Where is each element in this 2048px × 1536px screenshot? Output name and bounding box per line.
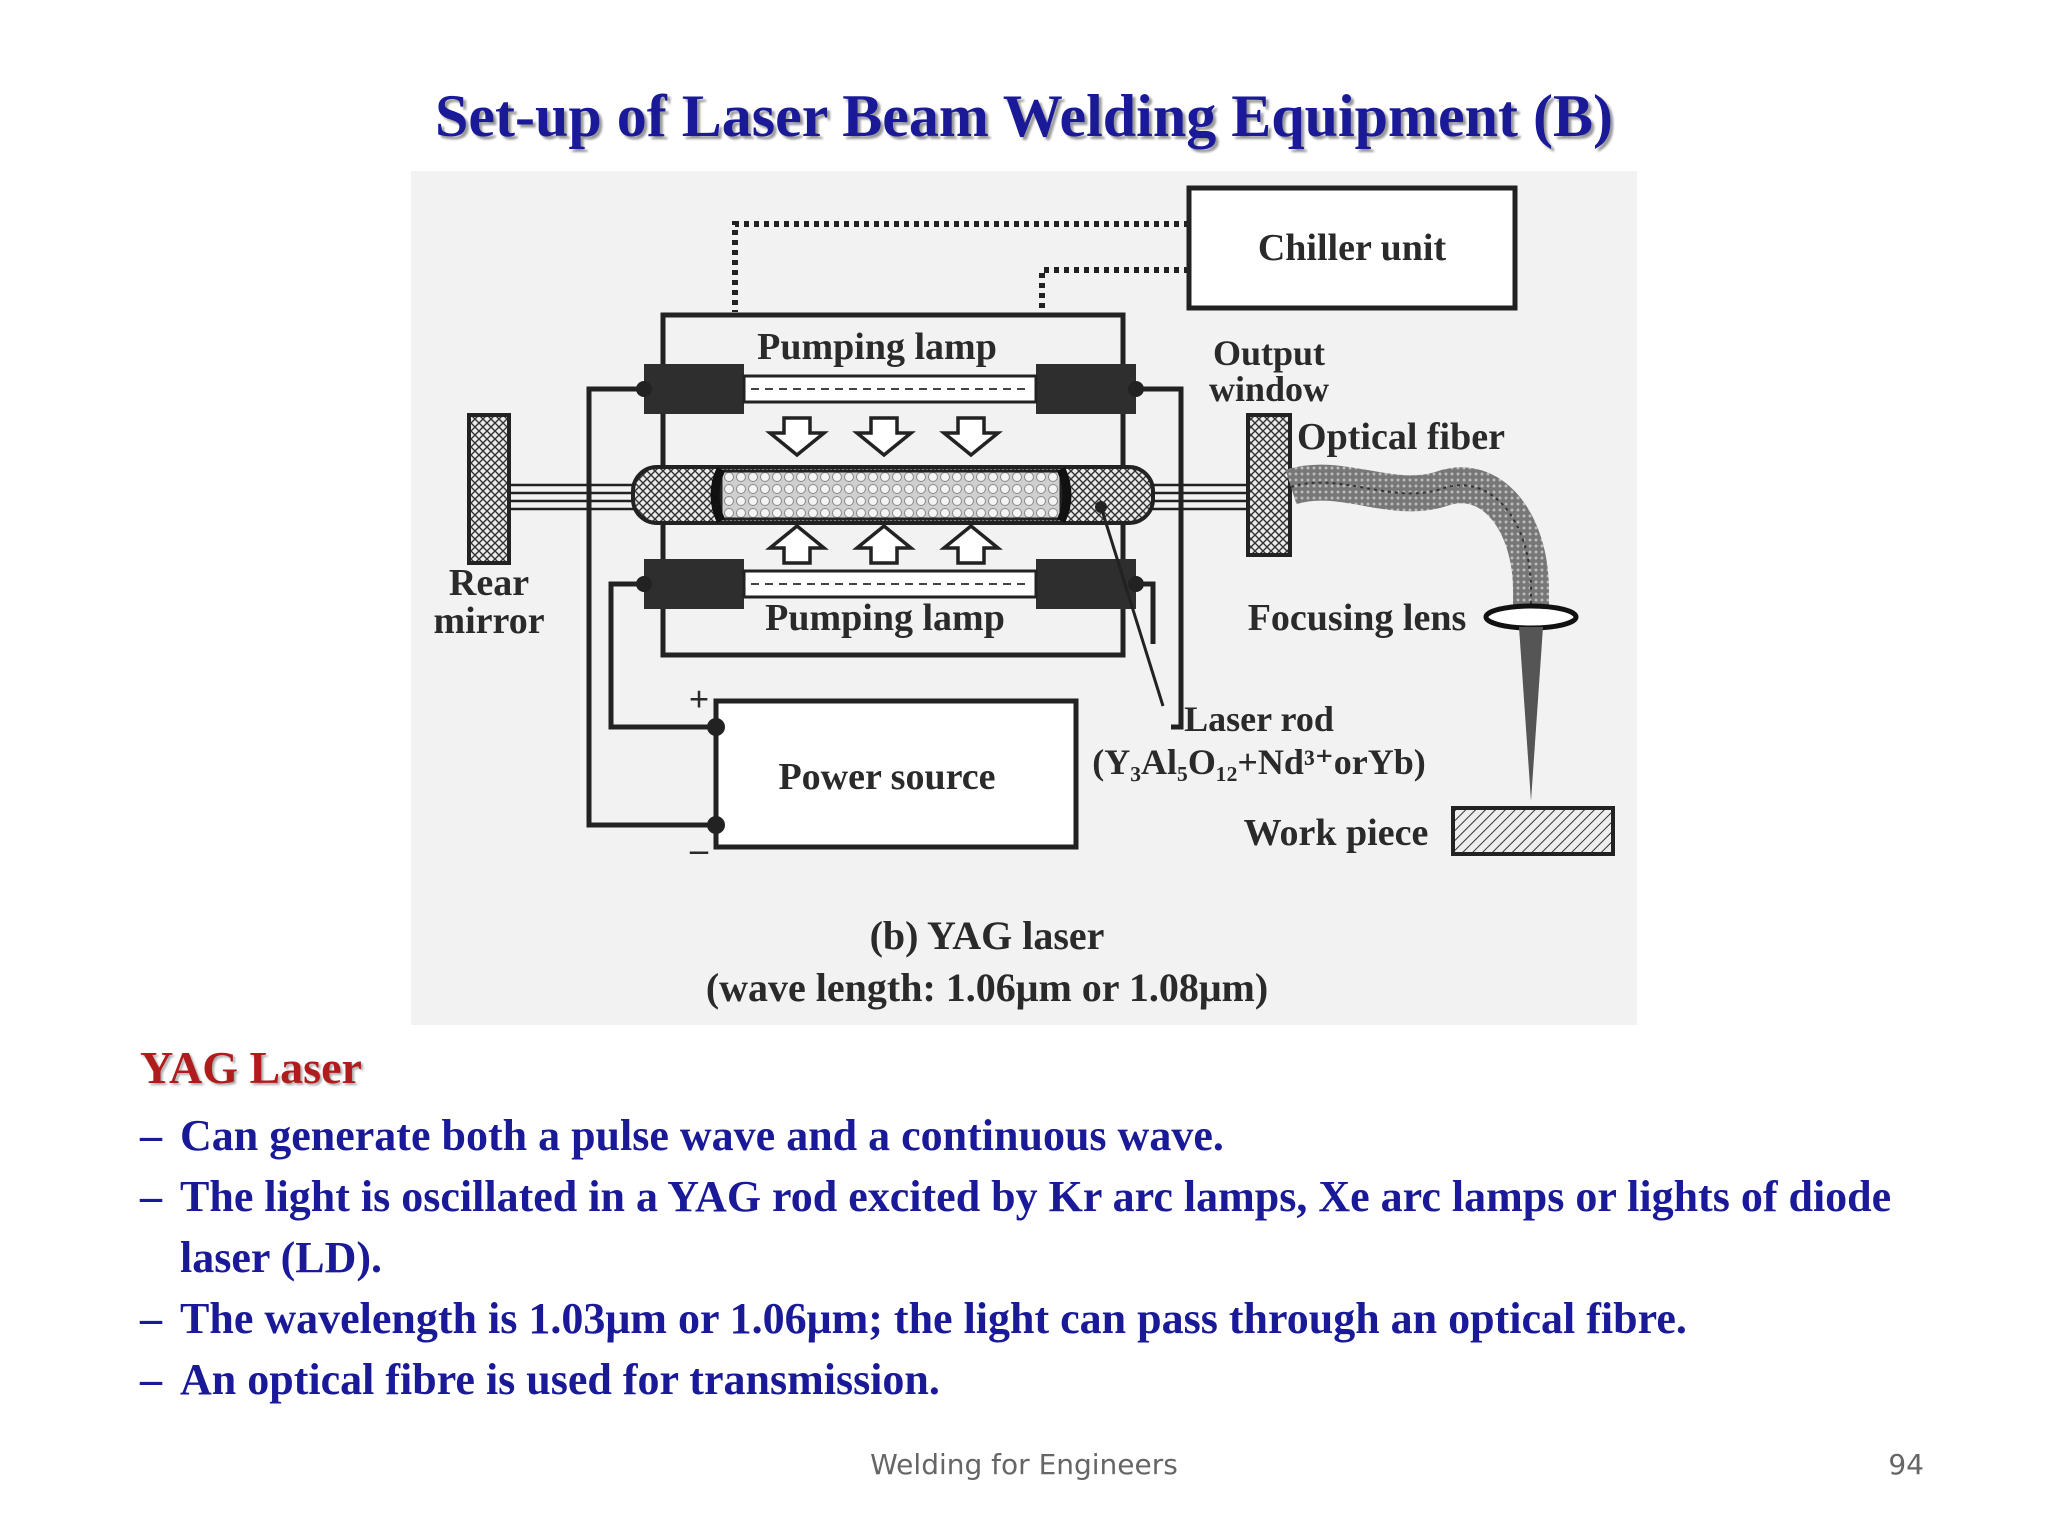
chiller-label: Chiller unit [1258,227,1447,269]
power-wiring [586,386,1184,828]
bullet-dash: – [140,1294,162,1343]
rear-mirror-label-1: Rear [449,562,529,604]
rear-mirror-label-2: mirror [433,600,544,642]
bullet-text: An optical fibre is used for transmissio… [180,1355,940,1404]
bullet-item: –The wavelength is 1.03μm or 1.06μm; the… [140,1288,1980,1349]
laser-rod-formula: (Y₃Al₅O₁₂+Nd³⁺orYb) [1092,742,1425,782]
minus-sign: – [689,829,709,869]
pumping-lamp-top: Pumping lamp [636,326,1144,414]
optical-fiber-label: Optical fiber [1297,416,1505,458]
bullet-text: Can generate both a pulse wave and a con… [180,1111,1224,1160]
laser-setup-diagram: Chiller unit Pumping lamp [411,171,1637,1025]
pumping-lamp-bottom-label: Pumping lamp [765,597,1005,639]
power-source: Power source + – [689,679,1079,869]
bullet-list: –Can generate both a pulse wave and a co… [140,1105,1980,1410]
bullet-dash: – [140,1111,162,1160]
bullet-text: The wavelength is 1.03μm or 1.06μm; the … [180,1294,1687,1343]
page-number: 94 [1888,1448,1924,1481]
bullet-dash: – [140,1172,162,1221]
pumping-lamp-bottom: Pumping lamp [636,559,1144,639]
laser-rod-leader-dot [1095,501,1107,513]
output-window-label-1: Output [1213,333,1325,373]
bullet-item: –Can generate both a pulse wave and a co… [140,1105,1980,1166]
pump-arrows-down [765,416,1003,458]
pump-arrows-up [765,523,1003,565]
focused-beam [1519,627,1543,801]
chiller-unit: Chiller unit [1186,185,1518,311]
section-heading: YAG Laser [140,1042,362,1093]
optical-fiber-texture [1290,481,1532,626]
bullet-text: The light is oscillated in a YAG rod exc… [180,1172,1892,1282]
plus-sign: + [689,679,710,719]
rear-mirror [467,413,511,565]
power-source-label: Power source [778,756,995,798]
bullet-item: –The light is oscillated in a YAG rod ex… [140,1166,1980,1288]
focusing-lens-label: Focusing lens [1248,597,1467,639]
coolant-lines [732,221,1189,312]
slide-footer: Welding for Engineers [870,1448,1178,1481]
work-piece [1451,806,1615,856]
work-piece-label: Work piece [1244,812,1429,854]
bullet-dash: – [140,1355,162,1404]
laser-rod-leader [1099,506,1165,707]
output-window-label-2: window [1209,369,1329,409]
laser-rod-label: Laser rod [1184,699,1334,739]
slide-title: Set-up of Laser Beam Welding Equipment (… [435,83,1613,149]
laser-rod [631,465,1155,525]
diagram-svg: Chiller unit Pumping lamp [433,185,1615,1010]
pumping-lamp-top-label: Pumping lamp [757,326,997,368]
bullet-item: –An optical fibre is used for transmissi… [140,1349,1980,1410]
figure-caption-2: (wave length: 1.06μm or 1.08μm) [706,965,1268,1010]
output-window [1246,413,1292,557]
figure-caption-1: (b) YAG laser [870,913,1105,958]
